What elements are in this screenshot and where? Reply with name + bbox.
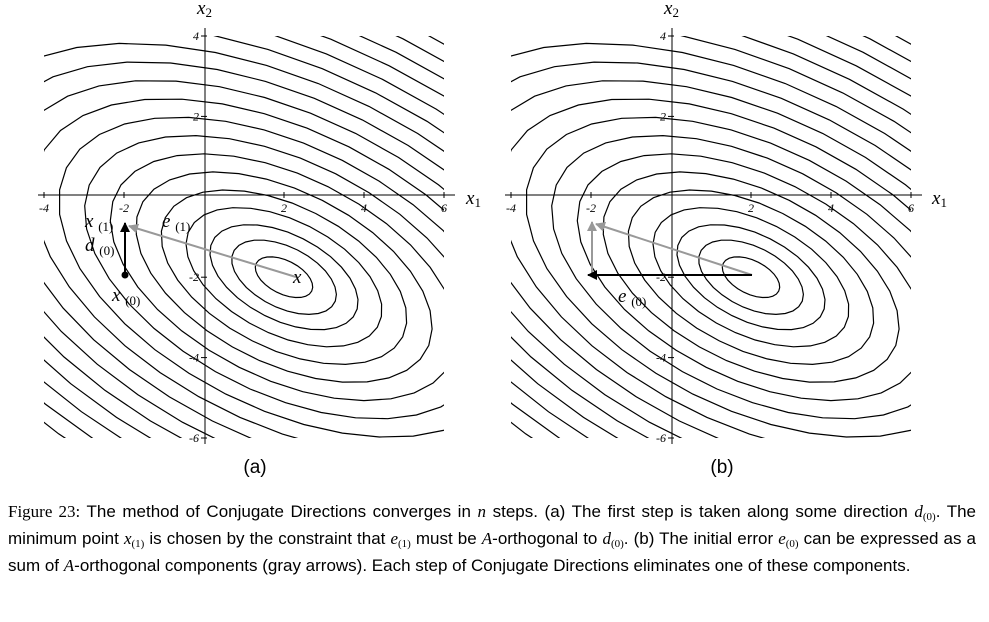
point-x0 <box>121 271 129 279</box>
contour-line <box>511 36 911 438</box>
x-tick-label: -2 <box>586 201 596 215</box>
contour-line <box>109 153 444 402</box>
x-tick-label: 2 <box>281 201 287 215</box>
contour-line <box>44 42 444 438</box>
contour-line <box>721 256 781 299</box>
x-tick-label: -4 <box>506 201 516 215</box>
contour-line <box>698 239 805 316</box>
y-axis-label-a: x2 <box>196 0 212 20</box>
x-tick-label: -2 <box>119 201 129 215</box>
y-tick-label: 2 <box>660 109 666 123</box>
contour-line <box>44 36 444 438</box>
label-e1: e (1) <box>162 211 190 234</box>
error-arrow-e1 <box>128 223 297 278</box>
x-tick-label: -4 <box>39 201 49 215</box>
contour-line <box>652 207 850 348</box>
y-tick-label: -6 <box>189 431 199 445</box>
contour-line <box>44 80 444 438</box>
label-d0: d (0) <box>85 235 114 258</box>
x-tick-label: 4 <box>828 201 834 215</box>
caption-lead: Figure 23: <box>8 502 81 521</box>
y-axis-a: 4 2 -2 -4 -6 <box>189 28 207 445</box>
contour-line <box>209 224 359 331</box>
y-tick-label: -6 <box>656 431 666 445</box>
contour-line <box>511 61 911 438</box>
contour-line <box>862 36 911 63</box>
x-axis-label-b: x1 <box>931 188 947 210</box>
label-e0: e (0) <box>618 286 646 309</box>
x-tick-label: 4 <box>361 201 367 215</box>
contours-b <box>240 0 989 480</box>
contour-line <box>676 224 826 331</box>
error-arrow-e0 <box>595 222 753 276</box>
contour-line <box>511 98 911 438</box>
contour-line <box>44 98 444 438</box>
figure-caption: Figure 23: The method of Conjugate Direc… <box>8 502 977 575</box>
y-tick-label: -2 <box>189 270 199 284</box>
contour-line <box>602 171 900 383</box>
label-x0: x (0) <box>111 285 140 308</box>
x-tick-label: 6 <box>908 201 914 215</box>
y-tick-label: -4 <box>656 351 666 365</box>
x-axis-b: -4 -2 2 4 6 <box>505 192 922 215</box>
contour-line <box>511 42 911 438</box>
contour-line <box>511 36 911 438</box>
contour-line <box>254 256 314 299</box>
y-tick-label: -4 <box>189 351 199 365</box>
label-x: x <box>292 267 302 288</box>
y-tick-label: 2 <box>193 109 199 123</box>
y-axis-label-b: x2 <box>663 0 679 20</box>
label-x1: x (1) <box>84 211 113 234</box>
y-tick-label: 4 <box>193 29 199 43</box>
contour-line <box>511 80 911 438</box>
contour-line <box>526 116 911 438</box>
contour-line <box>627 189 875 366</box>
panel-label-a: (a) <box>243 457 266 478</box>
contour-line <box>240 0 989 480</box>
panel-label-b: (b) <box>710 457 733 478</box>
x-axis-a: -4 -2 2 4 6 <box>38 192 455 215</box>
contour-line <box>231 239 338 316</box>
y-tick-label: -2 <box>656 270 666 284</box>
x-tick-label: 6 <box>441 201 447 215</box>
contours-a <box>0 0 796 480</box>
x-tick-label: 2 <box>748 201 754 215</box>
contour-line <box>84 134 444 420</box>
contour-line <box>551 134 911 420</box>
contour-line <box>160 189 408 366</box>
y-axis-b: 4 2 -2 -4 -6 <box>656 28 674 445</box>
contour-line <box>576 153 911 402</box>
contour-line <box>185 207 383 348</box>
y-tick-label: 4 <box>660 29 666 43</box>
contour-line <box>0 0 796 480</box>
contour-line <box>44 61 444 438</box>
contour-line <box>395 36 444 63</box>
contour-line <box>59 116 444 438</box>
x-axis-label-a: x1 <box>465 188 481 210</box>
contour-line <box>135 171 433 383</box>
